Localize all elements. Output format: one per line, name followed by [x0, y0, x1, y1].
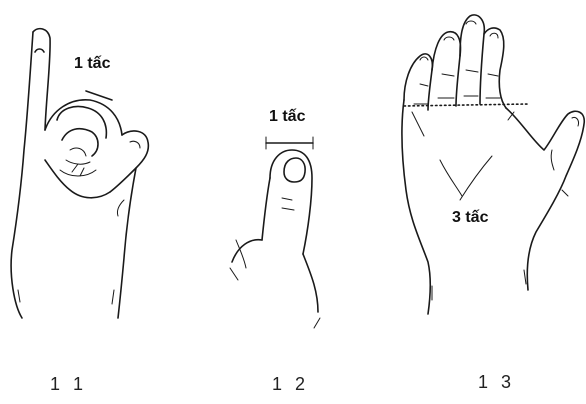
figure-caption: 1 1: [50, 374, 87, 394]
figure-1-1: 1 tấc 1 1: [11, 29, 148, 394]
open-hand-drawing: [402, 15, 584, 314]
figure-caption: 1 3: [478, 372, 515, 392]
measure-label: 1 tấc: [74, 55, 111, 72]
hand-bent-finger-drawing: [11, 29, 148, 318]
figure-1-2: 1 tấc 1 2: [230, 108, 320, 394]
figure-1-3: 3 tấc 1 3: [402, 15, 584, 392]
measure-label: 3 tấc: [452, 209, 489, 226]
thumb-width-drawing: [230, 137, 320, 328]
measure-label: 1 tấc: [269, 108, 306, 125]
figure-caption: 1 2: [272, 374, 309, 394]
